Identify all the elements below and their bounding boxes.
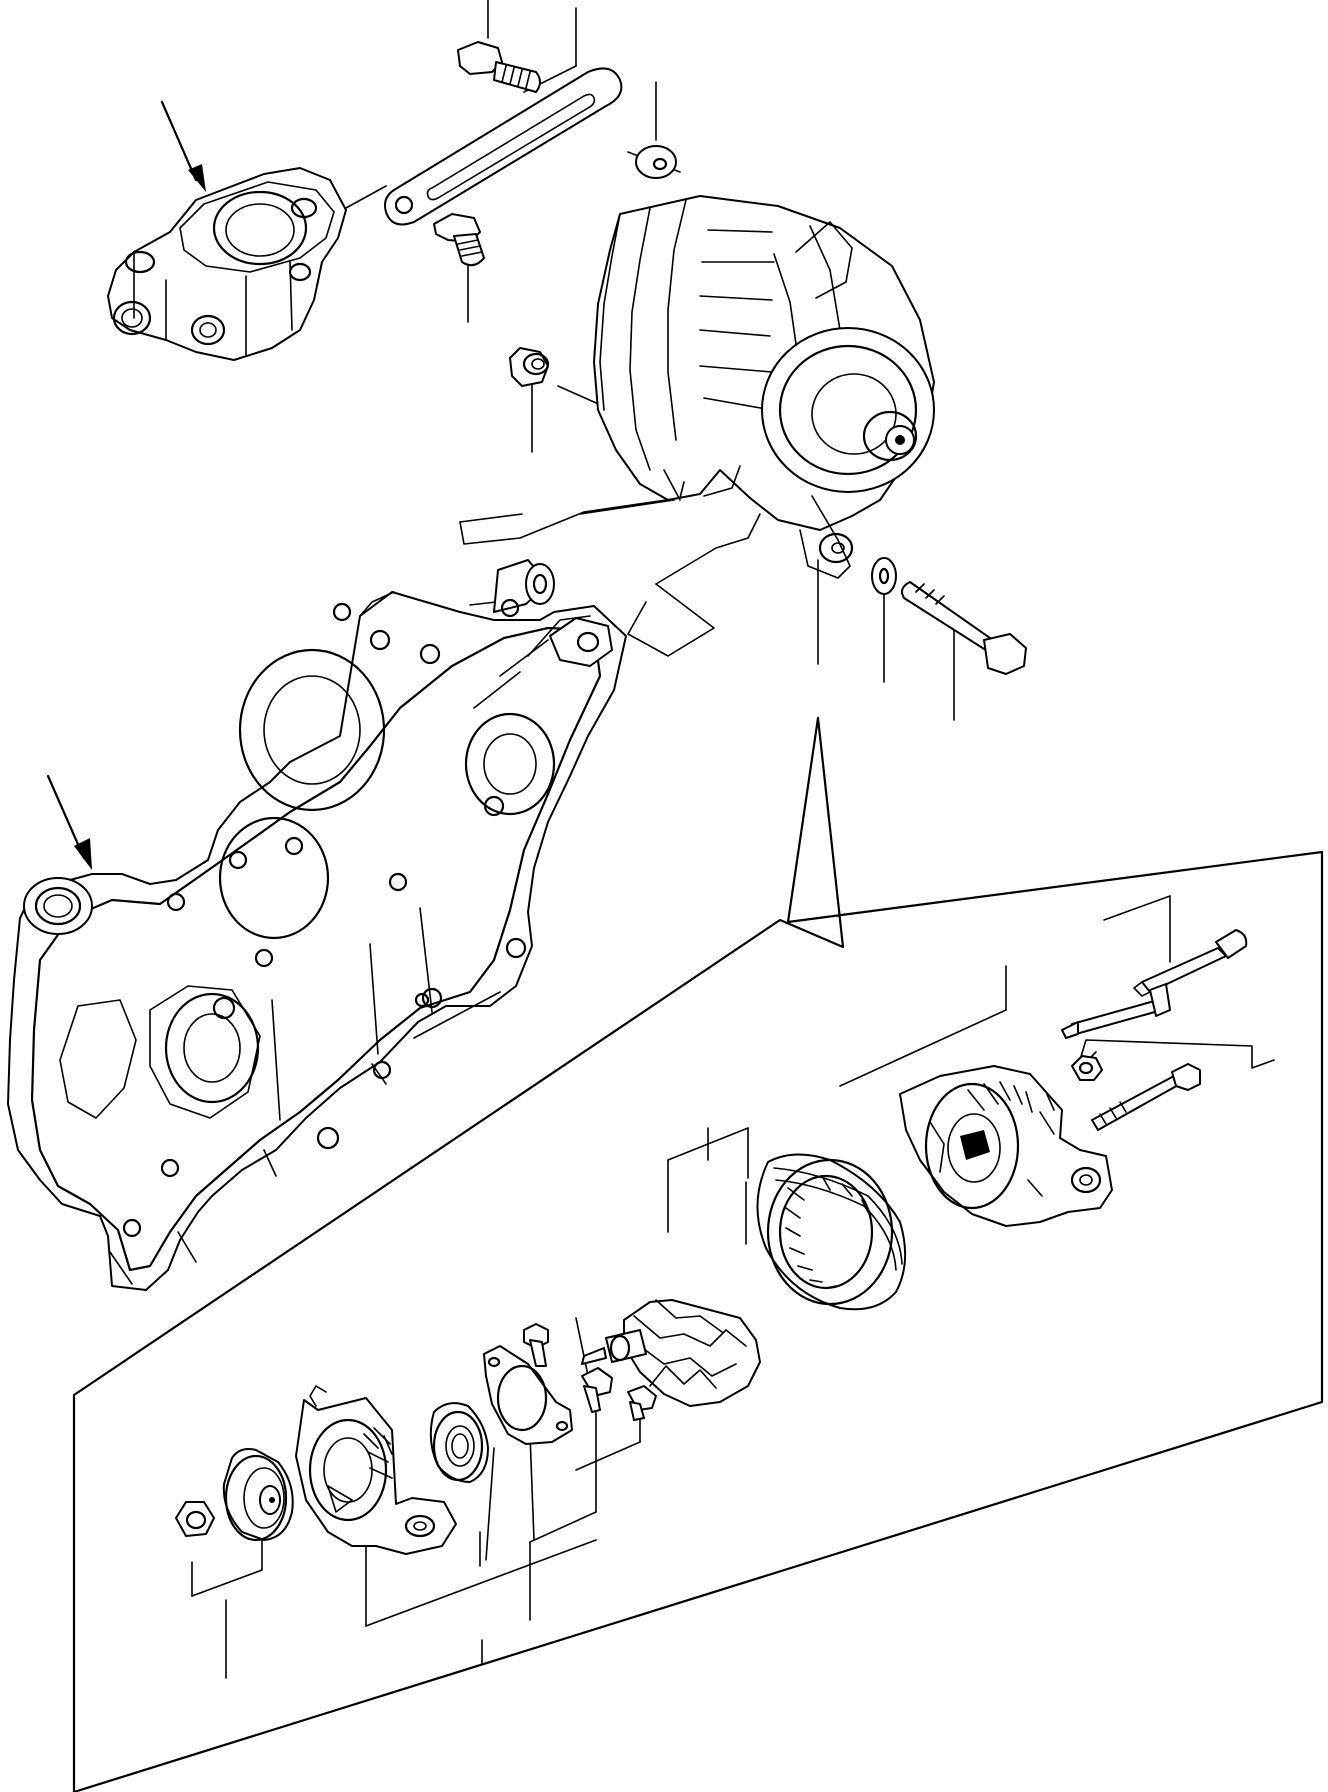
retainer-screw — [523, 1323, 657, 1421]
terminal-bolt — [1061, 983, 1171, 1039]
through-bolt — [1133, 929, 1248, 997]
strap-bolt — [457, 41, 541, 93]
pulley — [222, 1448, 294, 1542]
rear-housing — [899, 1065, 1113, 1227]
adjusting-strap — [384, 67, 623, 226]
connection-bracket-lines — [459, 481, 761, 657]
flat-washer-top — [635, 145, 677, 179]
stator — [756, 1153, 907, 1311]
front-bearing — [429, 1402, 489, 1483]
exploded-view-frame — [72, 716, 1324, 1792]
leader-lines-exploded — [191, 895, 1275, 1679]
terminal-nut — [1071, 1055, 1103, 1081]
spacer-collar — [493, 559, 555, 613]
mounting-bracket-adapter — [107, 167, 347, 361]
front-housing — [295, 1385, 457, 1555]
rear-bolt — [1091, 1063, 1201, 1131]
flange-nut — [509, 347, 550, 387]
alternator-assembly — [593, 195, 935, 579]
pivot-washer — [871, 557, 897, 595]
pulley-nut — [175, 1501, 215, 1537]
arrow-adapter — [160, 100, 206, 192]
rotor — [581, 1299, 761, 1407]
pivot-bolt — [901, 581, 1027, 675]
flange-bolt — [433, 213, 485, 267]
bearing-retainer-plate — [483, 1345, 573, 1445]
timing-gear-case — [7, 591, 627, 1291]
arrow-gear-case — [46, 774, 92, 870]
leader-lines-top — [345, 0, 955, 721]
